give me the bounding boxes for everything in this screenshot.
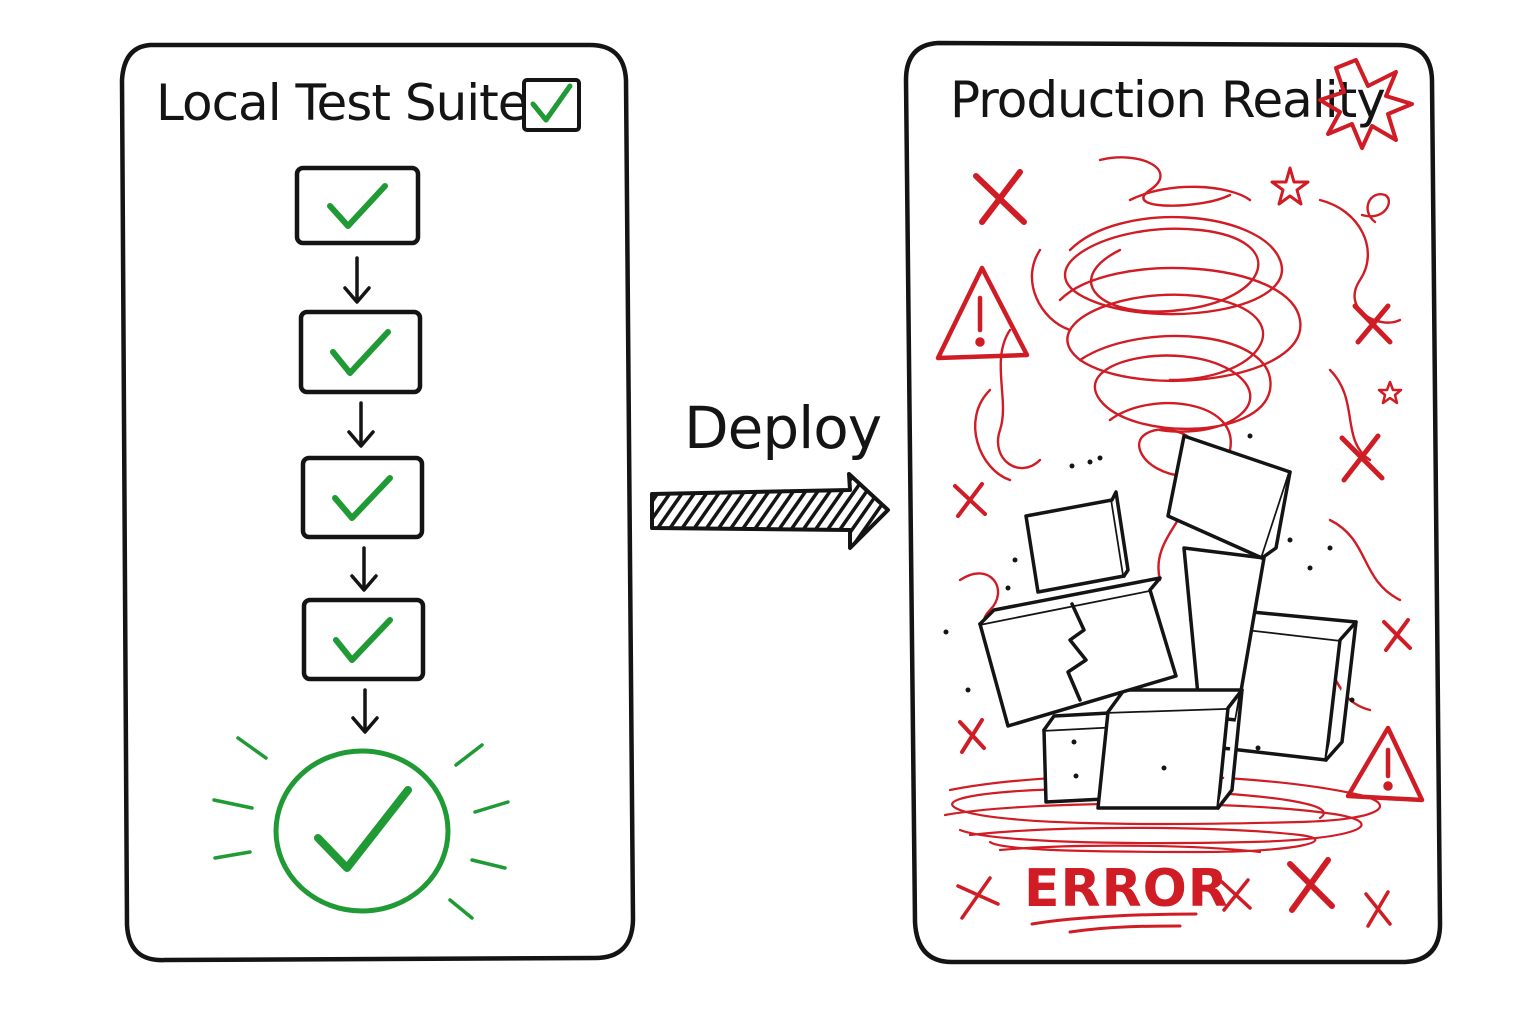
- local-test-suite-panel: Local Test Suite: [119, 42, 636, 963]
- error-stamp: ERROR: [1024, 859, 1229, 934]
- left-panel-title: Local Test Suite: [156, 74, 528, 132]
- test-step-4: [301, 597, 426, 682]
- debris-dots: [943, 433, 1355, 779]
- deploy-transition: Deploy: [650, 394, 890, 550]
- right-panel-frame: [903, 40, 1443, 965]
- x-mark-icon: [973, 169, 1027, 225]
- arrow-down-icon: [347, 401, 375, 448]
- star-icon: [1270, 166, 1310, 206]
- right-panel-title: Production Reality: [950, 71, 1385, 129]
- success-glow-lines: [212, 736, 510, 920]
- x-mark-icon: [1220, 878, 1252, 912]
- test-step-3: [300, 455, 425, 540]
- x-mark-icon: [956, 876, 1000, 920]
- check-icon: [333, 617, 393, 663]
- star-icon: [1377, 380, 1403, 405]
- broken-blocks: [978, 434, 1358, 810]
- broken-block-icon: [1166, 434, 1292, 560]
- error-label: ERROR: [1024, 859, 1229, 919]
- x-mark-icon: [953, 482, 987, 518]
- broken-block-icon: [1096, 688, 1244, 810]
- x-mark-icon: [1352, 303, 1393, 345]
- broken-block-icon: [978, 576, 1178, 728]
- x-mark-icon: [958, 718, 986, 754]
- title-check-box-icon: [522, 78, 581, 132]
- test-step-2: [298, 309, 423, 395]
- check-icon: [332, 475, 393, 521]
- test-step-list: [294, 165, 426, 734]
- success-circle-icon: [212, 736, 510, 920]
- arrow-down-icon: [350, 546, 378, 592]
- arrow-down-icon: [343, 256, 371, 304]
- broken-block-icon: [1024, 490, 1130, 594]
- deploy-arrow-icon: [650, 472, 890, 550]
- x-mark-icon: [1287, 857, 1335, 913]
- x-mark-icon: [1364, 890, 1392, 928]
- x-mark-icon: [1382, 618, 1412, 652]
- arrow-down-icon: [351, 688, 379, 734]
- explosion-icon: [1318, 58, 1414, 150]
- check-icon: [327, 183, 388, 229]
- error-underline: [1030, 912, 1198, 934]
- warning-triangle-icon: [935, 265, 1030, 361]
- check-icon: [330, 329, 391, 376]
- warning-triangle-icon: [1345, 725, 1425, 803]
- test-step-1: [294, 165, 421, 246]
- x-mark-icon: [1339, 433, 1385, 483]
- left-panel-frame: [119, 42, 636, 963]
- production-reality-panel: Production Reality: [903, 40, 1443, 965]
- deploy-label: Deploy: [684, 394, 881, 462]
